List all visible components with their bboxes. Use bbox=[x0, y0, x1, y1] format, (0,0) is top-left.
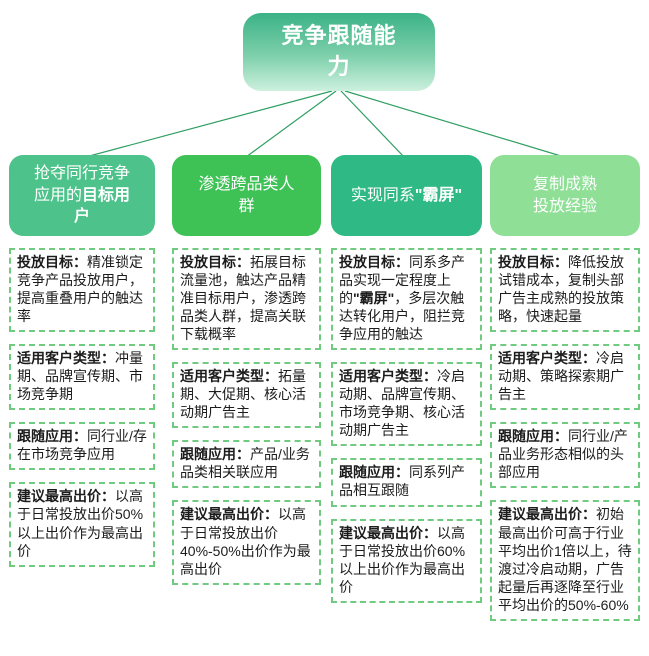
branch-header-3: 实现同系"霸屏" bbox=[331, 155, 482, 236]
text-segment: 抢夺同行竞争 应用的 bbox=[33, 165, 130, 204]
bold-text-segment: 适用客户类型： bbox=[17, 350, 115, 367]
text-segment: 同系列产品相互跟随 bbox=[339, 464, 465, 499]
detail-box-goal-3: 投放目标：同系多产品实现一定程度上的"霸屏"，多层次触达转化用户，阻拦竞争应用的… bbox=[331, 248, 482, 351]
text-content: 投放目标：同系多产品实现一定程度上的"霸屏"，多层次触达转化用户，阻拦竞争应用的… bbox=[339, 254, 465, 342]
text-segment: 同系多产品实现一定程度上的 bbox=[339, 254, 465, 307]
detail-box-max-bid-4: 建议最高出价：初始最高出价可高于行业平均出价1倍以上，待渡过冷启动期，广告起量后… bbox=[490, 500, 640, 621]
text-segment: 以高于日常投放出价50%以上出价作为最高出价 bbox=[17, 488, 144, 559]
text-content: 跟随应用：同行业/产品业务形态相似的头部应用 bbox=[498, 428, 628, 480]
text-content: 投放目标：拓展目标流量池，触达产品精准目标用户，渗透跨品类人群，提高关联下载概率 bbox=[180, 254, 306, 342]
text-content: 适用客户类型：拓量期、大促期、核心活动期广告主 bbox=[180, 368, 306, 420]
branch-header-4: 复制成熟 投放经验 bbox=[490, 155, 640, 236]
branch-column-3: 实现同系"霸屏" 投放目标：同系多产品实现一定程度上的"霸屏"，多层次触达转化用… bbox=[331, 155, 482, 621]
root-node: 竞争跟随能 力 bbox=[243, 13, 435, 91]
text-segment: 以高于日常投放出价60%以上出价作为最高出价 bbox=[339, 524, 466, 595]
text-content: 建议最高出价：以高于日常投放出价40%-50%出价作为最高出价 bbox=[180, 506, 311, 576]
bold-text-segment: 建议最高出价： bbox=[17, 488, 115, 505]
text-segment: 同行业/产品业务形态相似的头部应用 bbox=[498, 428, 628, 481]
bold-text-segment: 建议最高出价： bbox=[498, 506, 596, 523]
detail-box-follow-app-2: 跟随应用：产品/业务品类相关联应用 bbox=[172, 440, 321, 489]
detail-box-max-bid-2: 建议最高出价：以高于日常投放出价40%-50%出价作为最高出价 bbox=[172, 500, 321, 585]
branch-column-4: 复制成熟 投放经验 投放目标：降低投放试错成本，复制头部广告主成熟的投放策略，快… bbox=[490, 155, 640, 621]
bold-text-segment: 适用客户类型： bbox=[339, 368, 437, 385]
text-segment: 拓量期、大促期、核心活动期广告主 bbox=[180, 368, 306, 421]
text-content: 复制成熟 投放经验 bbox=[533, 174, 597, 217]
bold-text-segment: 跟随应用： bbox=[339, 464, 409, 481]
text-segment: 冷启动期、品牌宣传期、市场竞争期、核心活动期广告主 bbox=[339, 368, 465, 439]
branches-row: 抢夺同行竞争 应用的目标用 户 投放目标：精准锁定竞争产品投放用户，提高重叠用户… bbox=[9, 155, 640, 621]
detail-box-max-bid-1: 建议最高出价：以高于日常投放出价50%以上出价作为最高出价 bbox=[9, 482, 155, 567]
text-content: 实现同系"霸屏" bbox=[351, 185, 462, 207]
text-content: 跟随应用：产品/业务品类相关联应用 bbox=[180, 446, 310, 480]
bold-text-segment: 投放目标： bbox=[17, 254, 87, 270]
branch-column-1: 抢夺同行竞争 应用的目标用 户 投放目标：精准锁定竞争产品投放用户，提高重叠用户… bbox=[9, 155, 155, 621]
text-content: 投放目标：精准锁定竞争产品投放用户，提高重叠用户的触达率 bbox=[17, 254, 143, 324]
detail-box-goal-4: 投放目标：降低投放试错成本，复制头部广告主成熟的投放策略，快速起量 bbox=[490, 248, 640, 333]
detail-box-customer-type-3: 适用客户类型：冷启动期、品牌宣传期、市场竞争期、核心活动期广告主 bbox=[331, 362, 482, 447]
bold-text-segment: "霸屏" bbox=[353, 290, 395, 307]
bold-text-segment: 跟随应用： bbox=[180, 446, 250, 463]
text-segment: 同行业/存在市场竞争应用 bbox=[17, 428, 147, 463]
branch-header-2: 渗透跨品类人 群 bbox=[172, 155, 321, 236]
text-content: 适用客户类型：冲量期、品牌宣传期、市场竞争期 bbox=[17, 350, 143, 402]
bold-text-segment: 目标用 户 bbox=[73, 186, 131, 226]
bold-text-segment: 投放目标： bbox=[180, 254, 250, 270]
bold-text-segment: 适用客户类型： bbox=[180, 368, 278, 385]
text-content: 适用客户类型：冷启动期、策略探索期广告主 bbox=[498, 350, 624, 402]
text-content: 跟随应用：同系列产品相互跟随 bbox=[339, 464, 465, 498]
text-segment: 复制成熟 投放经验 bbox=[532, 175, 597, 215]
detail-box-customer-type-2: 适用客户类型：拓量期、大促期、核心活动期广告主 bbox=[172, 362, 321, 429]
detail-box-follow-app-4: 跟随应用：同行业/产品业务形态相似的头部应用 bbox=[490, 422, 640, 489]
text-segment: 实现同系 bbox=[350, 186, 415, 204]
text-segment: 精准锁定竞争产品投放用户，提高重叠用户的触达率 bbox=[17, 254, 143, 325]
text-segment: 冷启动期、策略探索期广告主 bbox=[498, 350, 624, 403]
bold-text-segment: 建议最高出价： bbox=[180, 506, 278, 523]
text-content: 适用客户类型：冷启动期、品牌宣传期、市场竞争期、核心活动期广告主 bbox=[339, 368, 465, 438]
text-segment: 渗透跨品类人 群 bbox=[198, 175, 295, 215]
bold-text-segment: 投放目标： bbox=[339, 254, 409, 270]
text-content: 建议最高出价：以高于日常投放出价60%以上出价作为最高出价 bbox=[339, 525, 465, 595]
text-segment: 以高于日常投放出价40%-50%出价作为最高出价 bbox=[180, 506, 311, 577]
branch-column-2: 渗透跨品类人 群 投放目标：拓展目标流量池，触达产品精准目标用户，渗透跨品类人群… bbox=[172, 155, 321, 621]
bold-text-segment: 跟随应用： bbox=[498, 428, 568, 445]
text-content: 建议最高出价：以高于日常投放出价50%以上出价作为最高出价 bbox=[17, 488, 143, 558]
text-segment: 降低投放试错成本，复制头部广告主成熟的投放策略，快速起量 bbox=[498, 254, 624, 325]
text-content: 渗透跨品类人 群 bbox=[198, 174, 294, 217]
bold-text-segment: 跟随应用： bbox=[17, 428, 87, 445]
text-segment: 初始最高出价可高于行业平均出价1倍以上，待渡过冷启动期，广告起量后再逐降至行业平… bbox=[498, 506, 632, 613]
bold-text-segment: 建议最高出价： bbox=[339, 524, 437, 541]
text-content: 跟随应用：同行业/存在市场竞争应用 bbox=[17, 428, 147, 462]
detail-box-customer-type-1: 适用客户类型：冲量期、品牌宣传期、市场竞争期 bbox=[9, 344, 155, 411]
detail-box-goal-1: 投放目标：精准锁定竞争产品投放用户，提高重叠用户的触达率 bbox=[9, 248, 155, 333]
detail-box-customer-type-4: 适用客户类型：冷启动期、策略探索期广告主 bbox=[490, 344, 640, 411]
text-segment: 冲量期、品牌宣传期、市场竞争期 bbox=[17, 350, 143, 403]
detail-box-goal-2: 投放目标：拓展目标流量池，触达产品精准目标用户，渗透跨品类人群，提高关联下载概率 bbox=[172, 248, 321, 351]
text-content: 抢夺同行竞争 应用的目标用 户 bbox=[34, 163, 130, 228]
detail-box-follow-app-1: 跟随应用：同行业/存在市场竞争应用 bbox=[9, 422, 155, 471]
text-content: 建议最高出价：初始最高出价可高于行业平均出价1倍以上，待渡过冷启动期，广告起量后… bbox=[498, 506, 632, 612]
bold-text-segment: "霸屏" bbox=[414, 186, 463, 204]
text-segment: 拓展目标流量池，触达产品精准目标用户，渗透跨品类人群，提高关联下载概率 bbox=[180, 254, 306, 343]
bold-text-segment: 适用客户类型： bbox=[498, 350, 596, 367]
detail-box-max-bid-3: 建议最高出价：以高于日常投放出价60%以上出价作为最高出价 bbox=[331, 518, 482, 603]
branch-header-1: 抢夺同行竞争 应用的目标用 户 bbox=[9, 155, 155, 236]
bold-text-segment: 投放目标： bbox=[498, 254, 568, 270]
text-segment: ，多层次触达转化用户，阻拦竞争应用的触达 bbox=[339, 290, 465, 343]
text-segment: 产品/业务品类相关联应用 bbox=[180, 446, 310, 481]
text-content: 投放目标：降低投放试错成本，复制头部广告主成熟的投放策略，快速起量 bbox=[498, 254, 624, 324]
detail-box-follow-app-3: 跟随应用：同系列产品相互跟随 bbox=[331, 458, 482, 507]
